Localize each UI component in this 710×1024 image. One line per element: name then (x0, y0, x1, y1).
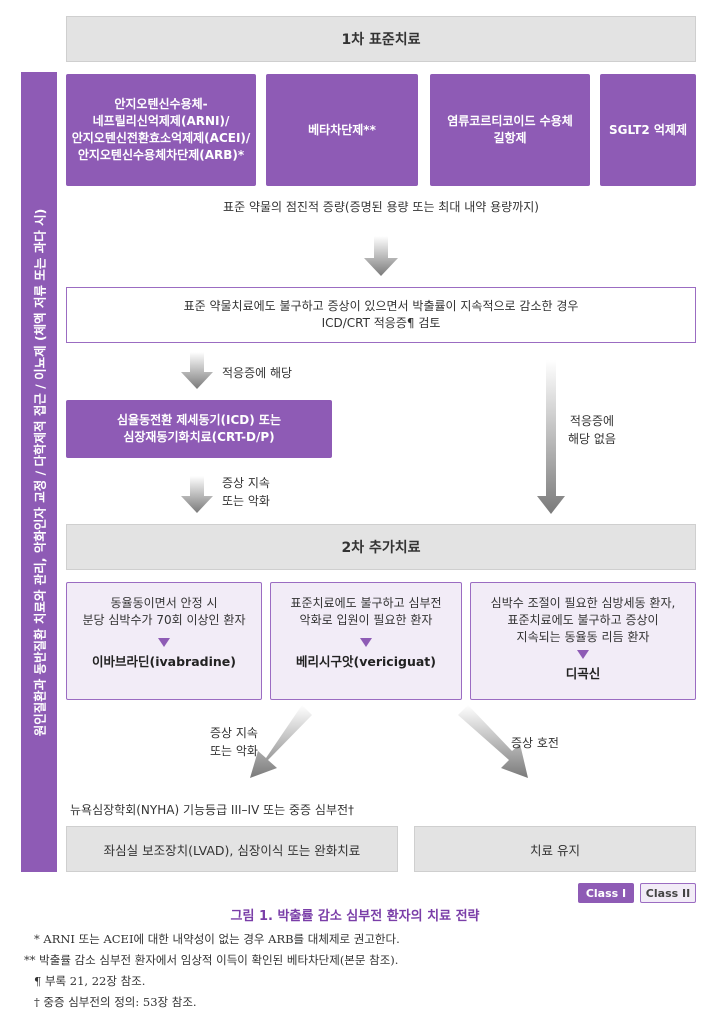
option-vericiguat: 표준치료에도 불구하고 심부전 악화로 입원이 필요한 환자 베리시구앗(ver… (270, 582, 462, 700)
indicated-label: 적응증에 해당 (222, 366, 293, 380)
second-line-title: 2차 추가치료 (341, 540, 421, 556)
option-ivabradine: 동율동이면서 안정 시 분당 심박수가 70회 이상인 환자 이바브라딘(iva… (66, 582, 262, 700)
arrow-diag-right (458, 705, 528, 778)
persistent-symptom-box: 표준 약물치료에도 불구하고 증상이 있으면서 박출률이 지속적으로 감소한 경… (66, 287, 696, 343)
improved-label: 증상 호전 (511, 736, 559, 750)
triangle-down-icon (577, 650, 589, 659)
footnote: ¶ 부록 21, 22장 참조. (34, 974, 146, 988)
maintain-therapy-box: 치료 유지 (414, 826, 696, 872)
side-label: 원인질환과 동반질환 치료와 관리, 악화인자 교정 / 다학제적 접근 / 이… (32, 208, 48, 736)
triangle-down-icon (360, 638, 372, 647)
worsening-label-1: 증상 지속 또는 악화 (222, 476, 270, 508)
option-condition: 심박수 조절이 필요한 심방세동 환자, 표준치료에도 불구하고 증상이 지속되… (490, 596, 676, 644)
first-line-header: 1차 표준치료 (66, 16, 696, 62)
arrow-diag-left (250, 705, 312, 778)
arrow-down-worsening (181, 476, 213, 513)
side-bar: 원인질환과 동반질환 치료와 관리, 악화인자 교정 / 다학제적 접근 / 이… (21, 72, 57, 872)
legend-class1: Class I (578, 883, 634, 903)
option-condition: 표준치료에도 불구하고 심부전 악화로 입원이 필요한 환자 (290, 596, 442, 627)
drug-box-mra: 염류코르티코이드 수용체 길항제 (430, 74, 590, 186)
footnotes: * ARNI 또는 ACEI에 대한 내약성이 없는 경우 ARB를 대체제로 … (24, 929, 400, 1013)
option-condition: 동율동이면서 안정 시 분당 심박수가 70회 이상인 환자 (82, 596, 246, 627)
persistent-line2: ICD/CRT 적응증¶ 검토 (321, 316, 441, 330)
arrow-down-not-indicated (537, 360, 565, 514)
first-line-title: 1차 표준치료 (341, 32, 421, 48)
arrow-down-titration (364, 236, 398, 276)
nyha-text: 뉴욕심장학회(NYHA) 기능등급 III–IV 또는 중증 심부전† (70, 803, 355, 817)
footnote: † 중증 심부전의 정의: 53장 참조. (34, 995, 197, 1009)
footnote: * ARNI 또는 ACEI에 대한 내약성이 없는 경우 ARB를 대체제로 … (34, 932, 400, 946)
drug-box-sglt2: SGLT2 억제제 (600, 74, 696, 186)
figure-title: 그림 1. 박출률 감소 심부전 환자의 치료 전략 (230, 909, 480, 924)
option-drug: 이바브라딘(ivabradine) (92, 654, 236, 669)
legend-class2: Class II (640, 883, 696, 903)
not-indicated-label: 적응증에 해당 없음 (568, 414, 616, 446)
drug-box-beta-blocker: 베타차단제** (266, 74, 418, 186)
advanced-therapy-box: 좌심실 보조장치(LVAD), 심장이식 또는 완화치료 (66, 826, 398, 872)
persistent-line1: 표준 약물치료에도 불구하고 증상이 있으면서 박출률이 지속적으로 감소한 경… (183, 299, 579, 313)
second-line-header: 2차 추가치료 (66, 524, 696, 570)
arrow-down-indicated (181, 352, 213, 389)
titration-text: 표준 약물의 점진적 증량(증명된 용량 또는 최대 내약 용량까지) (223, 199, 539, 214)
option-drug: 디곡신 (565, 666, 601, 681)
triangle-down-icon (158, 638, 170, 647)
footnote: ** 박출률 감소 심부전 환자에서 임상적 이득이 확인된 베타차단제(본문 … (24, 953, 399, 967)
option-digoxin: 심박수 조절이 필요한 심방세동 환자, 표준치료에도 불구하고 증상이 지속되… (470, 582, 696, 700)
worsening-label-2: 증상 지속 또는 악화 (210, 726, 258, 758)
device-box: 심율동전환 제세동기(ICD) 또는 심장재동기화치료(CRT-D/P) (66, 400, 332, 458)
drug-box-arni: 안지오텐신수용체- 네프릴리신억제제(ARNI)/ 안지오텐신전환효소억제제(A… (66, 74, 256, 186)
option-drug: 베리시구앗(vericiguat) (296, 654, 436, 669)
